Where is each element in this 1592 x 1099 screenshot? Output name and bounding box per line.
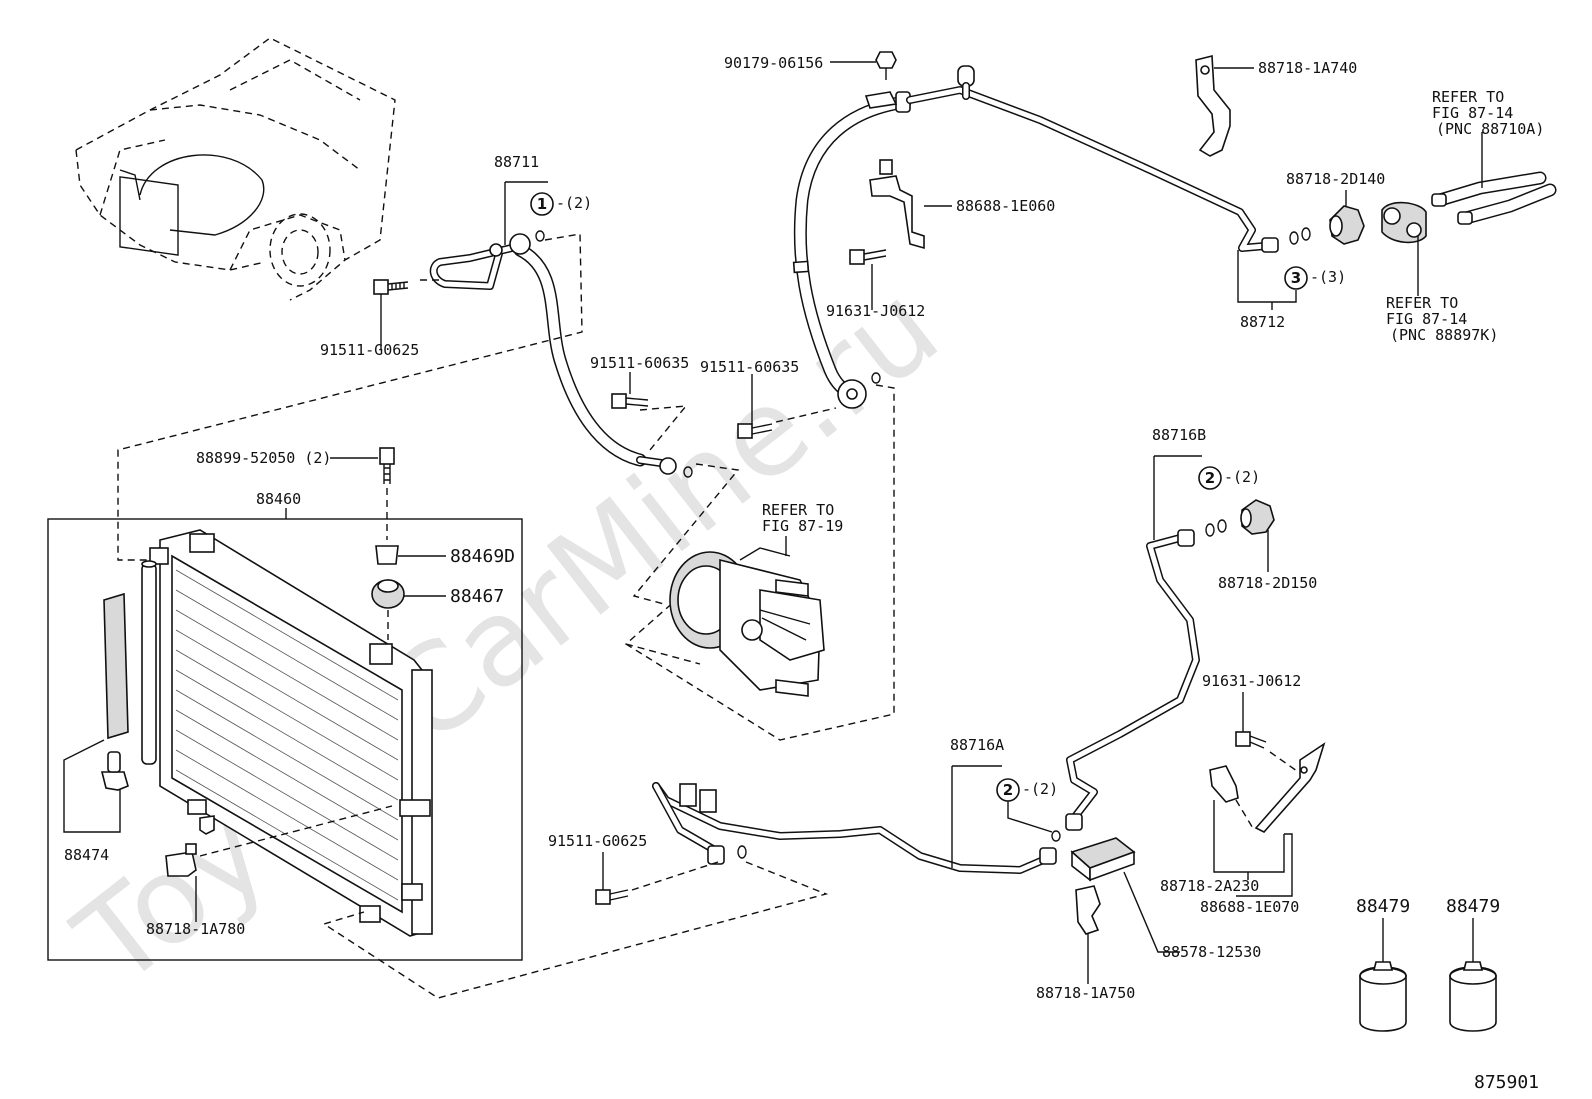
refer-87-14-b-line2: FIG 87-14 (1386, 310, 1467, 328)
bracket-88718-1a740 (1195, 54, 1231, 157)
label-88688-1e070: 88688-1E070 (1200, 898, 1299, 916)
cap-88718-2d140 (1329, 205, 1365, 245)
bolt-91511-g0625-bottom (595, 889, 629, 905)
compressor (669, 547, 825, 697)
fitting-88897k (1381, 201, 1427, 244)
receiver-drier (141, 560, 157, 765)
label-88718-2d150: 88718-2D150 (1218, 574, 1317, 592)
oring-callout-3 (1284, 266, 1308, 290)
refer-87-14-a-line2: FIG 87-14 (1432, 104, 1513, 122)
refer-87-19-line2: FIG 87-19 (762, 517, 843, 535)
cushion-88467 (371, 579, 405, 609)
oring-callout-3-number: 3 (1291, 269, 1301, 287)
refer-87-19-line1: REFER TO (762, 501, 834, 519)
liquid-pipe-88716a (652, 782, 1061, 874)
bolt-88899-52050 (379, 447, 395, 484)
label-88474: 88474 (64, 846, 109, 864)
bolt-91511-60635-left (611, 393, 649, 409)
label-88718-1a780: 88718-1A780 (146, 920, 245, 938)
bolt-91511-g0625-top (373, 279, 409, 295)
condenser-fins (175, 569, 399, 901)
pad-88578-12530 (1070, 837, 1136, 882)
label-88718-1a740: 88718-1A740 (1258, 59, 1357, 77)
label-88716a: 88716A (950, 736, 1004, 754)
nut-90179-06156 (875, 51, 897, 80)
label-88712: 88712 (1240, 313, 1285, 331)
bolt-91631-j0612-right (1235, 731, 1267, 749)
label-90179-06156: 90179-06156 (724, 54, 823, 72)
label-88460: 88460 (256, 490, 301, 508)
oring-callout-1-number: 1 (537, 195, 547, 213)
label-88578-12530: 88578-12530 (1162, 943, 1261, 961)
clamp-88718-1a780 (165, 843, 197, 877)
refer-87-14-a-line1: REFER TO (1432, 88, 1504, 106)
bracket-88688-1e060 (869, 159, 925, 250)
label-91631-j0612-right: 91631-J0612 (1202, 672, 1301, 690)
condenser-group-frame (47, 518, 523, 961)
label-88718-1a750: 88718-1A750 (1036, 984, 1135, 1002)
suction-hose (792, 65, 1279, 409)
refer-87-14-a-line3: (PNC 88710A) (1436, 120, 1544, 138)
label-88899-52050: 88899-52050 (2) (196, 449, 331, 467)
label-88718-2a230: 88718-2A230 (1160, 877, 1259, 895)
label-88688-1e060: 88688-1E060 (956, 197, 1055, 215)
cap-88469d (375, 545, 399, 565)
clamp-88718-1a750 (1075, 885, 1101, 935)
label-91511-g0625-top: 91511-G0625 (320, 341, 419, 359)
bracket-88688-1e070 (1254, 742, 1326, 833)
oring-callout-2-top (1198, 466, 1222, 490)
filter-88474 (100, 592, 129, 791)
oring-88712-b (1301, 227, 1311, 241)
compressor-oil-88479-left (1359, 961, 1407, 1032)
condenser-88460 (149, 529, 433, 937)
oring-88712-a (1289, 231, 1299, 245)
label-91511-60635-right: 91511-60635 (700, 358, 799, 376)
bolt-91511-60635-right (737, 423, 773, 439)
label-91631-j0612-top: 91631-J0612 (826, 302, 925, 320)
label-88716a-qty: -(2) (1022, 780, 1058, 798)
label-88718-2d140: 88718-2D140 (1286, 170, 1385, 188)
label-88711: 88711 (494, 153, 539, 171)
label-88716b: 88716B (1152, 426, 1206, 444)
discharge-hose-88711 (429, 230, 693, 478)
label-88479-left: 88479 (1356, 896, 1410, 917)
label-91511-60635-left: 91511-60635 (590, 354, 689, 372)
label-88716b-qty: -(2) (1224, 468, 1260, 486)
figure-id: 875901 (1474, 1072, 1539, 1093)
cap-88718-2d150 (1240, 499, 1275, 535)
label-88479-right: 88479 (1446, 896, 1500, 917)
refer-87-14-b-line1: REFER TO (1386, 294, 1458, 312)
label-88711-qty: -(2) (556, 194, 592, 212)
label-88712-qty: -(3) (1310, 268, 1346, 286)
label-91511-g0625-bottom: 91511-G0625 (548, 832, 647, 850)
compressor-oil-88479-right (1449, 961, 1497, 1032)
oring-callout-2-bottom-number: 2 (1003, 781, 1013, 799)
refer-87-14-b-line3: (PNC 88897K) (1390, 326, 1498, 344)
oring-callout-2-top-number: 2 (1205, 469, 1215, 487)
bolt-91631-j0612-top (849, 249, 887, 265)
label-88467: 88467 (450, 586, 504, 607)
oring-callout-1 (530, 192, 554, 216)
car-location-illustration (75, 37, 396, 301)
liquid-pipe-88716b (1065, 519, 1227, 831)
label-88469d: 88469D (450, 546, 515, 567)
clamp-88718-2a230 (1209, 765, 1239, 803)
pipes-88710a (1431, 171, 1557, 225)
